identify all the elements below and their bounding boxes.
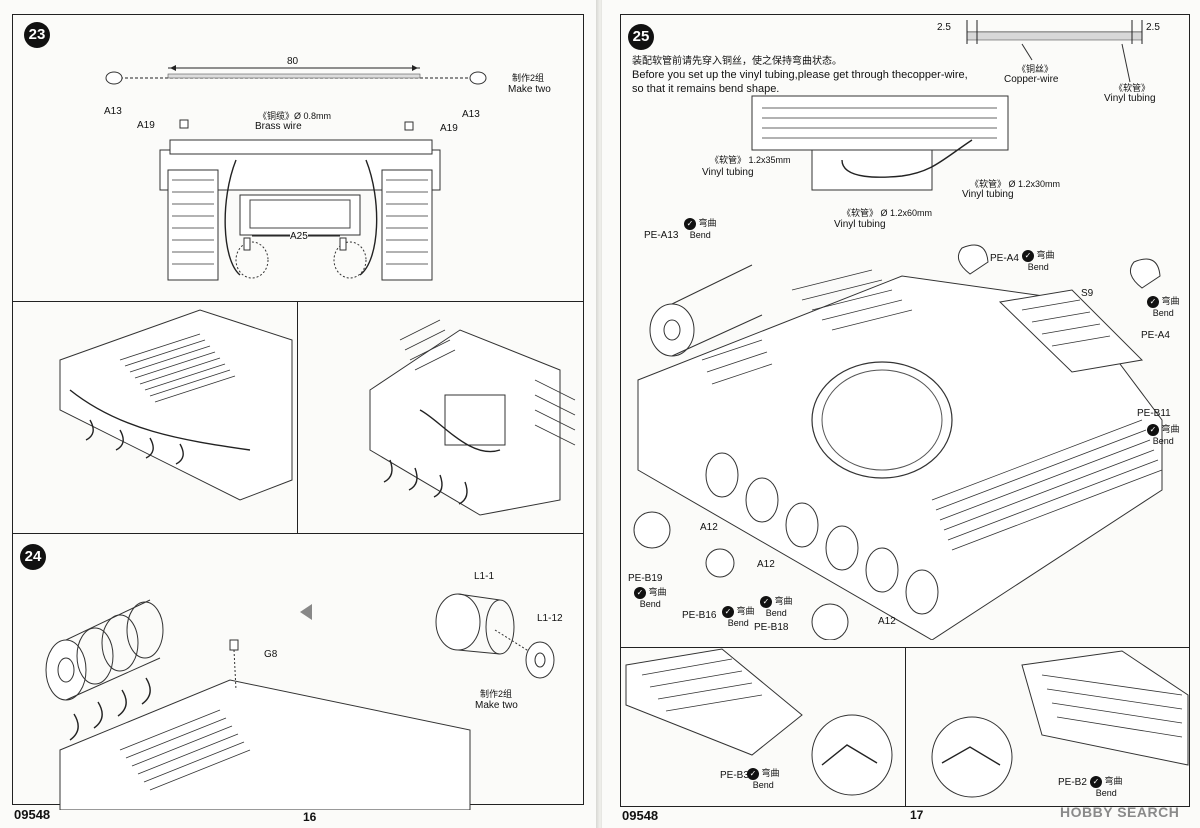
- bend-pe-b18: ✓ 弯曲 Bend: [760, 596, 793, 619]
- part-l1-12: L1-12: [537, 613, 563, 624]
- instruction-en-2: so that it remains bend shape.: [632, 83, 780, 95]
- dim-80: 80: [287, 56, 299, 67]
- vinyl-tubing-cn: 《软管》: [1114, 83, 1151, 93]
- bend-check-icon: ✓: [634, 587, 646, 599]
- bend-pe-b16: ✓ 弯曲 Bend: [722, 606, 755, 629]
- part-pe-b19: PE-B19: [628, 573, 663, 584]
- detail-panel-b2: [905, 647, 1190, 807]
- step25-drawing: [633, 20, 1163, 640]
- bend-check-icon: ✓: [747, 768, 759, 780]
- instruction-en-1: Before you set up the vinyl tubing,pleas…: [632, 69, 968, 81]
- detail-drawings: [59, 309, 576, 516]
- bend-check-icon: ✓: [1090, 776, 1102, 788]
- part-a12-1: A12: [700, 522, 718, 533]
- bend-pe-b19: ✓ 弯曲 Bend: [634, 587, 667, 610]
- part-pe-b11: PE-B11: [1137, 408, 1171, 419]
- bend-pe-b3: ✓ 弯曲 Bend: [747, 768, 780, 791]
- product-code-right: 09548: [622, 808, 659, 823]
- tube2-spec: 《软管》 Ø 1.2x30mm: [970, 179, 1061, 189]
- part-s9: S9: [1081, 288, 1094, 299]
- make-two-cn-24: 制作2组: [480, 689, 513, 699]
- right-page: 25 装配软管前请先穿入铜丝，使之保持弯曲状态。 Before you set …: [602, 0, 1200, 828]
- make-two-cn-23: 制作2组: [512, 73, 545, 83]
- bend-pe-a4-top: ✓ 弯曲 Bend: [1022, 250, 1055, 273]
- dim-left-2-5: 2.5: [937, 22, 951, 33]
- bend-check-icon: ✓: [1022, 250, 1034, 262]
- left-page: 23: [0, 0, 598, 828]
- part-pe-a13: PE-A13: [644, 230, 679, 241]
- dim-right-2-5: 2.5: [1146, 22, 1160, 33]
- step24-number: 24: [20, 544, 46, 570]
- part-a19-left: A19: [137, 120, 155, 131]
- tube3-spec: 《软管》 Ø 1.2x60mm: [842, 208, 933, 218]
- instruction-cn: 装配软管前请先穿入铜丝，使之保持弯曲状态。: [632, 56, 842, 67]
- bend-check-icon: ✓: [684, 218, 696, 230]
- product-code-left: 09548: [14, 807, 51, 822]
- part-pe-a4-right: PE-A4: [1141, 330, 1170, 341]
- part-a13-right: A13: [462, 109, 480, 120]
- tube2-en: Vinyl tubing: [962, 189, 1014, 200]
- part-a12-3: A12: [878, 616, 896, 627]
- make-two-en-24: Make two: [475, 700, 518, 711]
- step25-number: 25: [628, 24, 654, 50]
- bend-pe-b2: ✓ 弯曲 Bend: [1090, 776, 1123, 799]
- part-pe-a4-top: PE-A4: [990, 253, 1019, 264]
- bend-pe-a4-right: ✓ 弯曲 Bend: [1147, 296, 1180, 319]
- part-pe-b2: PE-B2: [1058, 777, 1087, 788]
- step24-drawing: [45, 593, 555, 810]
- part-pe-b3: PE-B3: [720, 770, 749, 781]
- step23-drawing: [105, 65, 487, 281]
- vinyl-tubing-en: Vinyl tubing: [1104, 93, 1156, 104]
- wire-spec-en: Brass wire: [255, 121, 302, 132]
- bottom-detail-drawings: [625, 648, 1189, 798]
- step23-number: 23: [24, 22, 50, 48]
- part-pe-b18: PE-B18: [754, 622, 789, 633]
- book-gutter: [596, 0, 604, 828]
- tube1-en: Vinyl tubing: [702, 167, 754, 178]
- tube3-en: Vinyl tubing: [834, 219, 886, 230]
- copper-wire-cn: 《铜丝》: [1017, 64, 1054, 74]
- page-number-left: 16: [303, 810, 317, 824]
- copper-wire-en: Copper-wire: [1004, 74, 1059, 85]
- bend-pe-a13: ✓ 弯曲 Bend: [684, 218, 717, 241]
- part-a19-right: A19: [440, 123, 458, 134]
- make-two-en-23: Make two: [508, 84, 551, 95]
- part-g8: G8: [264, 649, 278, 660]
- bend-check-icon: ✓: [722, 606, 734, 618]
- part-l1-1: L1-1: [474, 571, 495, 582]
- part-a12-2: A12: [757, 559, 775, 570]
- bend-check-icon: ✓: [760, 596, 772, 608]
- part-pe-b16: PE-B16: [682, 610, 717, 621]
- tube1-spec: 《软管》 1.2x35mm: [710, 155, 791, 165]
- bend-check-icon: ✓: [1147, 296, 1159, 308]
- hobby-search-watermark: HOBBY SEARCH: [1060, 804, 1180, 820]
- part-a25: A25: [290, 231, 308, 243]
- wire-spec-cn: 《铜缆》Ø 0.8mm: [258, 111, 332, 121]
- bend-pe-b11: ✓ 弯曲 Bend: [1147, 424, 1180, 447]
- page-number-right: 17: [910, 808, 924, 822]
- part-a13-left: A13: [104, 106, 122, 117]
- bend-check-icon: ✓: [1147, 424, 1159, 436]
